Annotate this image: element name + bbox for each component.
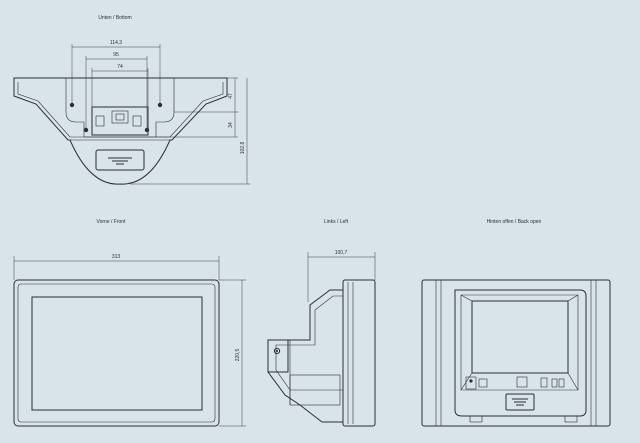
dim-label-upper: 47 — [228, 93, 234, 99]
mount-hole-center — [276, 350, 278, 352]
usb-port-icon — [465, 376, 477, 390]
screw-hole-icon — [144, 127, 150, 133]
front-bezel-inner — [17, 283, 216, 423]
front-display — [31, 296, 203, 411]
left-view: 100,7 — [267, 250, 376, 427]
front-view-title: Vorne / Front — [97, 219, 127, 225]
bottom-view-title: Unten / Bottom — [98, 15, 131, 21]
screw-hole-icon — [69, 102, 75, 108]
bottom-housing-outline — [13, 77, 228, 185]
dim-label-front-width: 313 — [112, 254, 121, 260]
mount-bracket — [267, 339, 289, 373]
usb-symbol — [469, 379, 473, 383]
dim-label-mid: 95 — [113, 52, 119, 58]
dim-label-total: 102,8 — [240, 142, 246, 155]
bottom-recess — [65, 78, 175, 138]
power-port-icon — [516, 376, 528, 388]
screw-hole-icon — [157, 102, 163, 108]
battery-icon — [540, 377, 548, 388]
back-view-title: Hinten offen / Back open — [487, 219, 542, 225]
bottom-housing-inner — [17, 82, 224, 138]
back-view — [421, 279, 611, 427]
switch-icon — [551, 378, 558, 388]
lan-port-icon — [478, 378, 488, 388]
back-frame — [421, 279, 611, 427]
ground-label-plate — [95, 149, 145, 171]
dim-label-front-height: 220,5 — [235, 349, 241, 362]
mount-hole-icon — [273, 347, 281, 355]
rj45-port — [111, 110, 129, 124]
foot — [469, 415, 483, 423]
back-bevel — [460, 372, 473, 391]
dim-label-depth: 100,7 — [335, 250, 348, 256]
front-view: 313 220,5 — [13, 254, 246, 427]
back-bevel — [567, 294, 579, 302]
left-housing-inner — [275, 295, 343, 391]
dim-label-lower: 34 — [228, 122, 234, 128]
back-housing — [454, 289, 587, 417]
foot — [564, 415, 578, 423]
left-housing — [267, 289, 343, 423]
connector-right — [132, 115, 142, 127]
switch-icon — [558, 378, 565, 388]
back-housing-inner — [460, 294, 579, 391]
back-bevel — [460, 294, 473, 302]
screw-hole-icon — [83, 127, 89, 133]
left-bezel — [342, 279, 376, 427]
left-view-title: Links / Left — [324, 219, 349, 225]
back-bevel — [567, 372, 579, 391]
back-panel — [471, 300, 569, 374]
dim-label-outer: 114,3 — [110, 40, 122, 46]
bottom-view: 114,3 95 74 47 34 102,8 — [13, 40, 250, 185]
connector-left — [95, 115, 105, 127]
connector-bay — [91, 106, 149, 136]
back-ground-plate — [505, 393, 535, 411]
rj45-port-inner — [115, 113, 125, 121]
dim-label-inner: 74 — [117, 64, 123, 70]
front-bezel — [13, 279, 220, 427]
